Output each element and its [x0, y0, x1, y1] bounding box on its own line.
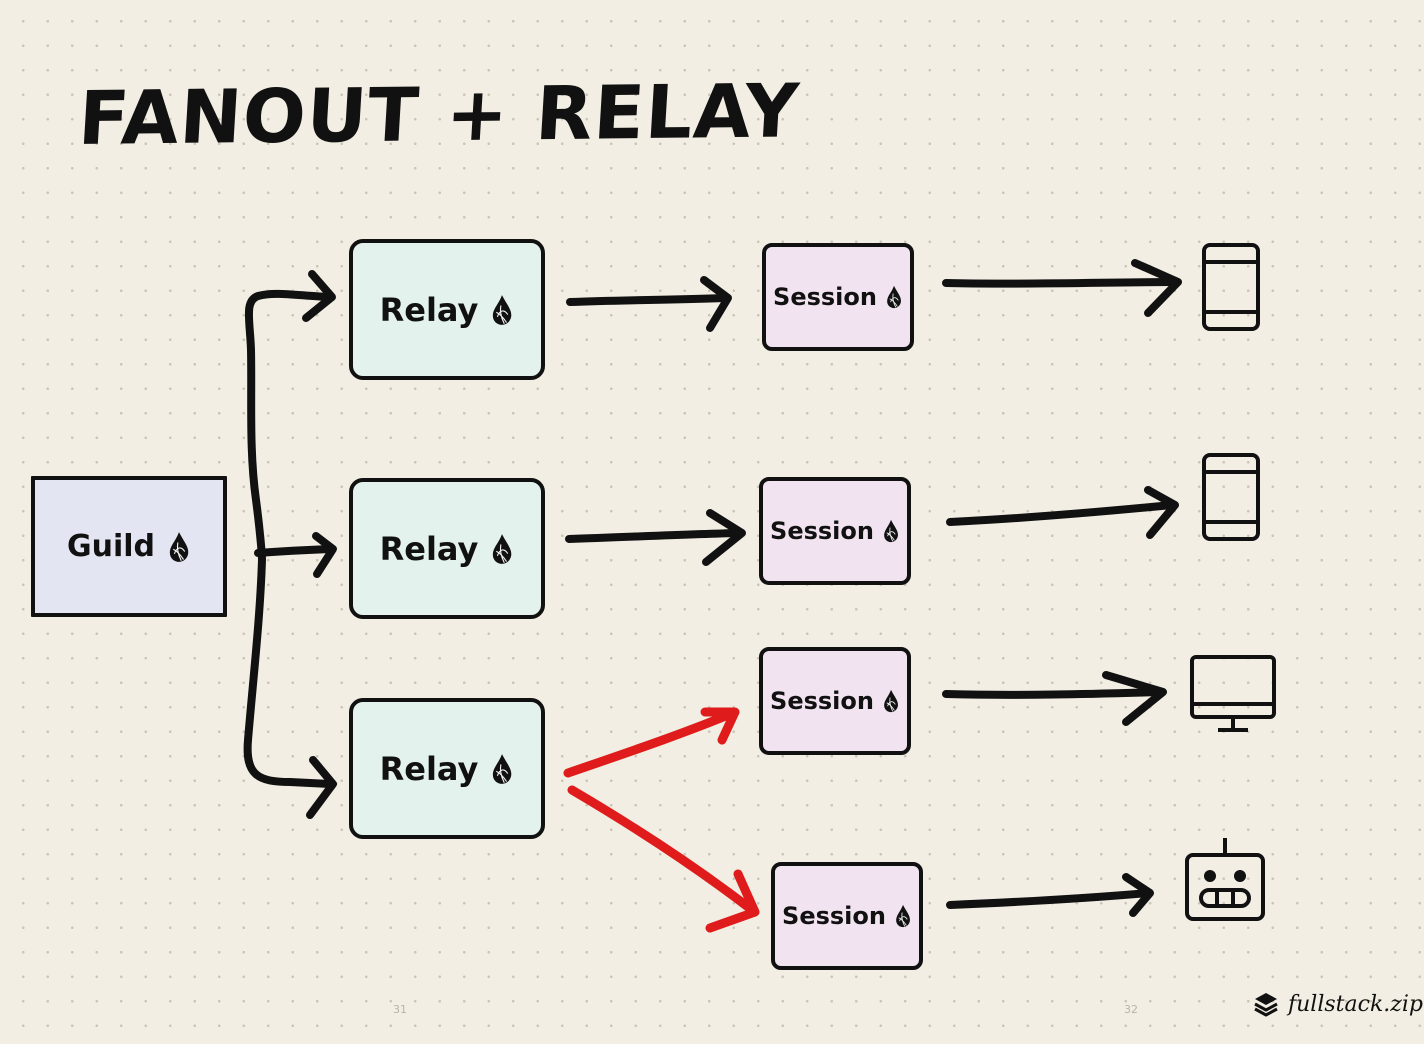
session1-phone-arrow [942, 278, 1179, 288]
relay-node: Relay [349, 239, 545, 380]
relay3-session3-red-arrow [563, 708, 738, 778]
elixir-drop-icon [882, 519, 900, 543]
relay-label: Relay [379, 749, 479, 788]
session4-robot-arrow [946, 889, 1152, 909]
robot-icon [1185, 838, 1265, 921]
elixir-drop-icon [490, 533, 514, 565]
desktop-monitor-icon [1190, 655, 1276, 732]
elixir-drop-icon [885, 285, 903, 309]
session-node: Session [762, 243, 914, 351]
relay-label: Relay [379, 529, 479, 568]
session-node: Session [771, 862, 923, 970]
brand-name: fullstack.zip [1288, 991, 1423, 1017]
phone-icon [1202, 453, 1260, 541]
elixir-drop-icon [882, 689, 900, 713]
session-label: Session [770, 517, 874, 545]
session-label: Session [782, 902, 886, 930]
page-number: 32 [1124, 1003, 1138, 1016]
fanout-middle-arrow [254, 545, 334, 557]
fanout-trunk-arrow [243, 289, 334, 788]
relay3-session4-red-arrow [567, 785, 757, 915]
session-node: Session [759, 647, 911, 755]
session-node: Session [759, 477, 911, 585]
relay1-session-arrow [566, 294, 729, 306]
layers-icon [1254, 993, 1278, 1017]
elixir-drop-icon [490, 753, 514, 785]
relay-label: Relay [379, 290, 479, 329]
elixir-drop-icon [894, 904, 912, 928]
relay2-session-arrow [565, 529, 744, 543]
brand-logo: fullstack.zip [1252, 990, 1423, 1018]
page-number: 31 [393, 1003, 407, 1016]
relay-node: Relay [349, 478, 545, 619]
session2-phone-arrow [946, 501, 1176, 526]
elixir-drop-icon [167, 531, 191, 563]
session-label: Session [770, 687, 874, 715]
relay-node: Relay [349, 698, 545, 839]
guild-label: Guild [66, 529, 156, 564]
session-label: Session [773, 283, 877, 311]
session3-desktop-arrow [942, 688, 1164, 699]
phone-icon [1202, 243, 1260, 331]
elixir-drop-icon [490, 294, 514, 326]
guild-node: Guild [31, 476, 227, 617]
